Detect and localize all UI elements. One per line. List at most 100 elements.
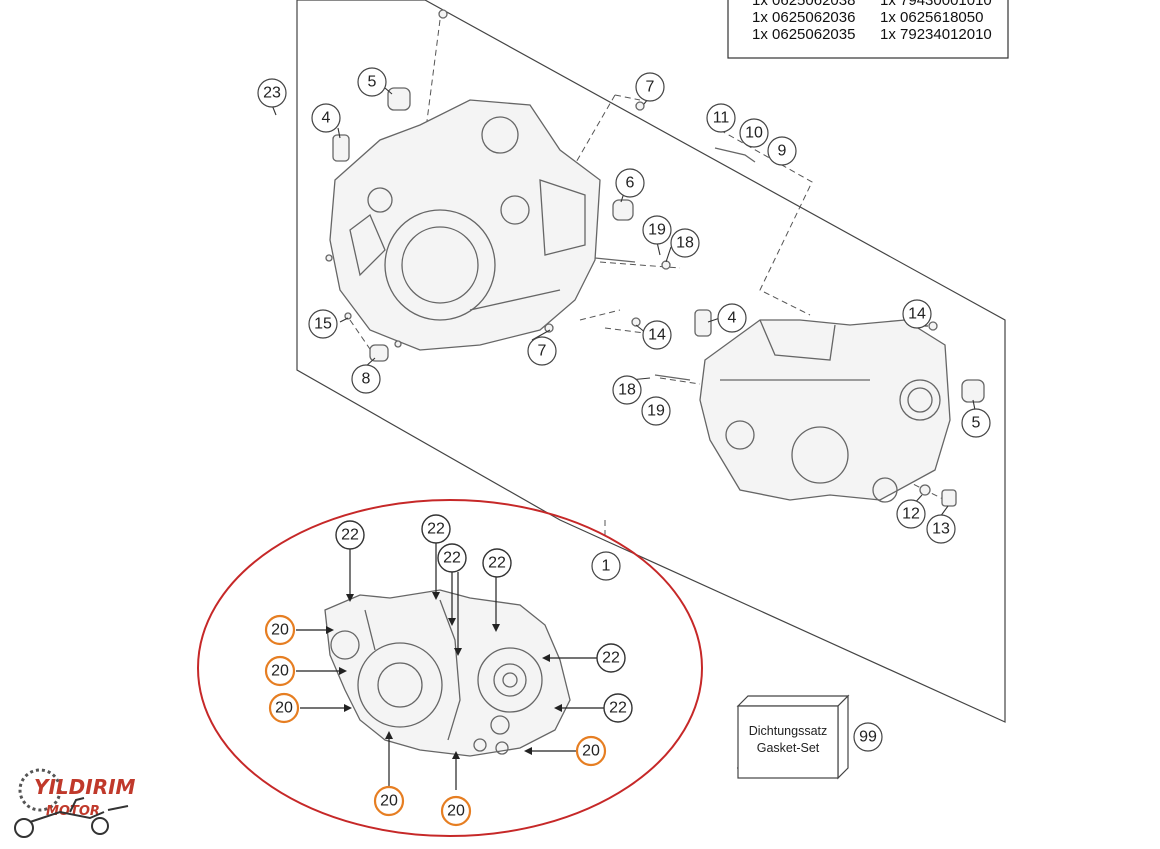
callout-23: 23 xyxy=(257,78,287,108)
highlighted-callouts: 22 22 22 22 22 22 20 20 20 20 20 20 xyxy=(264,514,633,827)
watermark-sub: MOTOR xyxy=(46,804,100,819)
callout-4-right: 4 xyxy=(717,303,747,333)
callout-14-right: 14 xyxy=(902,299,932,329)
callout-22b-label: 22 xyxy=(427,521,445,538)
callout-20e-label: 20 xyxy=(380,793,398,810)
callout-1-label: 1 xyxy=(602,558,611,575)
callout-20c-label: 20 xyxy=(275,700,293,717)
callout-20b-label: 20 xyxy=(271,663,289,680)
crankcase-right-half xyxy=(699,319,951,503)
callout-14b-label: 14 xyxy=(908,306,926,323)
assembly-outline xyxy=(296,0,1006,723)
callout-12-label: 12 xyxy=(902,506,920,523)
callout-20-e: 20 xyxy=(373,785,405,817)
gasket-set-label-en: Gasket-Set xyxy=(757,741,820,755)
callout-22d-label: 22 xyxy=(488,555,506,572)
callout-10-label: 10 xyxy=(745,125,763,142)
callout-11: 11 xyxy=(706,103,736,133)
sleeve-4-left xyxy=(332,134,350,162)
callout-18-top: 18 xyxy=(670,228,700,258)
callout-4-left: 4 xyxy=(311,103,341,133)
washer-12 xyxy=(919,484,931,496)
callout-13: 13 xyxy=(926,514,956,544)
highlight-arrowheads xyxy=(326,592,562,759)
parts-list-line-2b: 1x 0625618050 xyxy=(880,9,983,26)
callout-7-top: 7 xyxy=(635,72,665,102)
callout-4b-label: 4 xyxy=(728,310,737,327)
small-parts xyxy=(325,9,985,507)
callout-22c-label: 22 xyxy=(443,550,461,567)
callout-1: 1 xyxy=(591,551,621,581)
callout-22-a: 22 xyxy=(335,520,365,550)
parts-list-line-3a: 1x 0625062035 xyxy=(752,26,855,43)
callout-19-top: 19 xyxy=(642,215,672,245)
callout-20-b: 20 xyxy=(264,655,296,687)
callout-19-label: 19 xyxy=(648,222,666,239)
callout-7-bottom: 7 xyxy=(527,336,557,366)
gasket-set-label-de: Dichtungssatz xyxy=(749,724,828,738)
callout-5-right: 5 xyxy=(961,408,991,438)
callout-6-label: 6 xyxy=(626,175,635,192)
callout-22-b: 22 xyxy=(421,514,451,544)
plug-13 xyxy=(941,489,957,507)
sleeve-4-right xyxy=(694,309,712,337)
callout-22a-label: 22 xyxy=(341,527,359,544)
watermark-brand: YILDIRIM xyxy=(34,775,136,799)
callout-22-e: 22 xyxy=(596,643,626,673)
highlight-arrows xyxy=(296,542,604,790)
callout-5-top: 5 xyxy=(357,67,387,97)
callout-22-f: 22 xyxy=(603,693,633,723)
callout-4-label: 4 xyxy=(322,110,331,127)
callout-12: 12 xyxy=(896,499,926,529)
callout-14-label: 14 xyxy=(648,327,666,344)
bushing-6 xyxy=(612,199,634,221)
callout-5b-label: 5 xyxy=(972,415,981,432)
callout-23-label: 23 xyxy=(263,85,281,102)
callout-9-label: 9 xyxy=(778,143,787,160)
callout-7-label: 7 xyxy=(646,79,655,96)
callout-20-f: 20 xyxy=(440,795,472,827)
callout-7b-label: 7 xyxy=(538,343,547,360)
callout-22-d: 22 xyxy=(482,548,512,578)
callout-20a-label: 20 xyxy=(271,622,289,639)
callout-18-bottom: 18 xyxy=(612,375,642,405)
callout-5-label: 5 xyxy=(368,74,377,91)
gasket-set-box: Dichtungssatz Gasket-Set xyxy=(736,694,850,780)
callout-18-label: 18 xyxy=(676,235,694,252)
crankcase-detail-highlight xyxy=(324,589,571,757)
callout-22-c: 22 xyxy=(437,543,467,573)
callout-20f-label: 20 xyxy=(447,803,465,820)
callout-14-mid: 14 xyxy=(642,320,672,350)
callout-20-c: 20 xyxy=(268,692,300,724)
callout-bubbles: 23 5 4 7 11 10 9 6 19 18 15 7 14 8 4 14 … xyxy=(257,67,991,752)
parts-list-line-3b: 1x 79234012010 xyxy=(880,26,992,43)
callout-11-label: 11 xyxy=(713,110,730,127)
callout-20-d: 20 xyxy=(575,735,607,767)
gear-icon xyxy=(18,768,62,812)
bushing-8 xyxy=(369,344,389,362)
callout-13-label: 13 xyxy=(932,521,950,538)
callout-8: 8 xyxy=(351,364,381,394)
parts-list-line-1a: 1x 0625062038 xyxy=(752,0,855,9)
callout-22f-label: 22 xyxy=(609,700,627,717)
callout-99-label: 99 xyxy=(859,729,877,746)
parts-list-box: 1x 0625062038 1x 79430001010 1x 06250620… xyxy=(727,0,1009,59)
callout-22e-label: 22 xyxy=(602,650,620,667)
callout-19b-label: 19 xyxy=(647,403,665,420)
callout-20d-label: 20 xyxy=(582,743,600,760)
callout-19-bottom: 19 xyxy=(641,396,671,426)
callout-15: 15 xyxy=(308,309,338,339)
callout-6: 6 xyxy=(615,168,645,198)
parts-list-line-1b: 1x 79430001010 xyxy=(880,0,992,9)
callout-20-a: 20 xyxy=(264,614,296,646)
bushing-5-right xyxy=(961,379,985,403)
callout-8-label: 8 xyxy=(362,371,371,388)
watermark-logo: YILDIRIM MOTOR xyxy=(14,768,136,838)
callout-99: 99 xyxy=(853,722,883,752)
callout-18b-label: 18 xyxy=(618,382,636,399)
motorcycle-rider-icon xyxy=(14,797,129,838)
callout-9: 9 xyxy=(767,136,797,166)
highlight-ellipse xyxy=(197,499,703,837)
callout-10: 10 xyxy=(739,118,769,148)
